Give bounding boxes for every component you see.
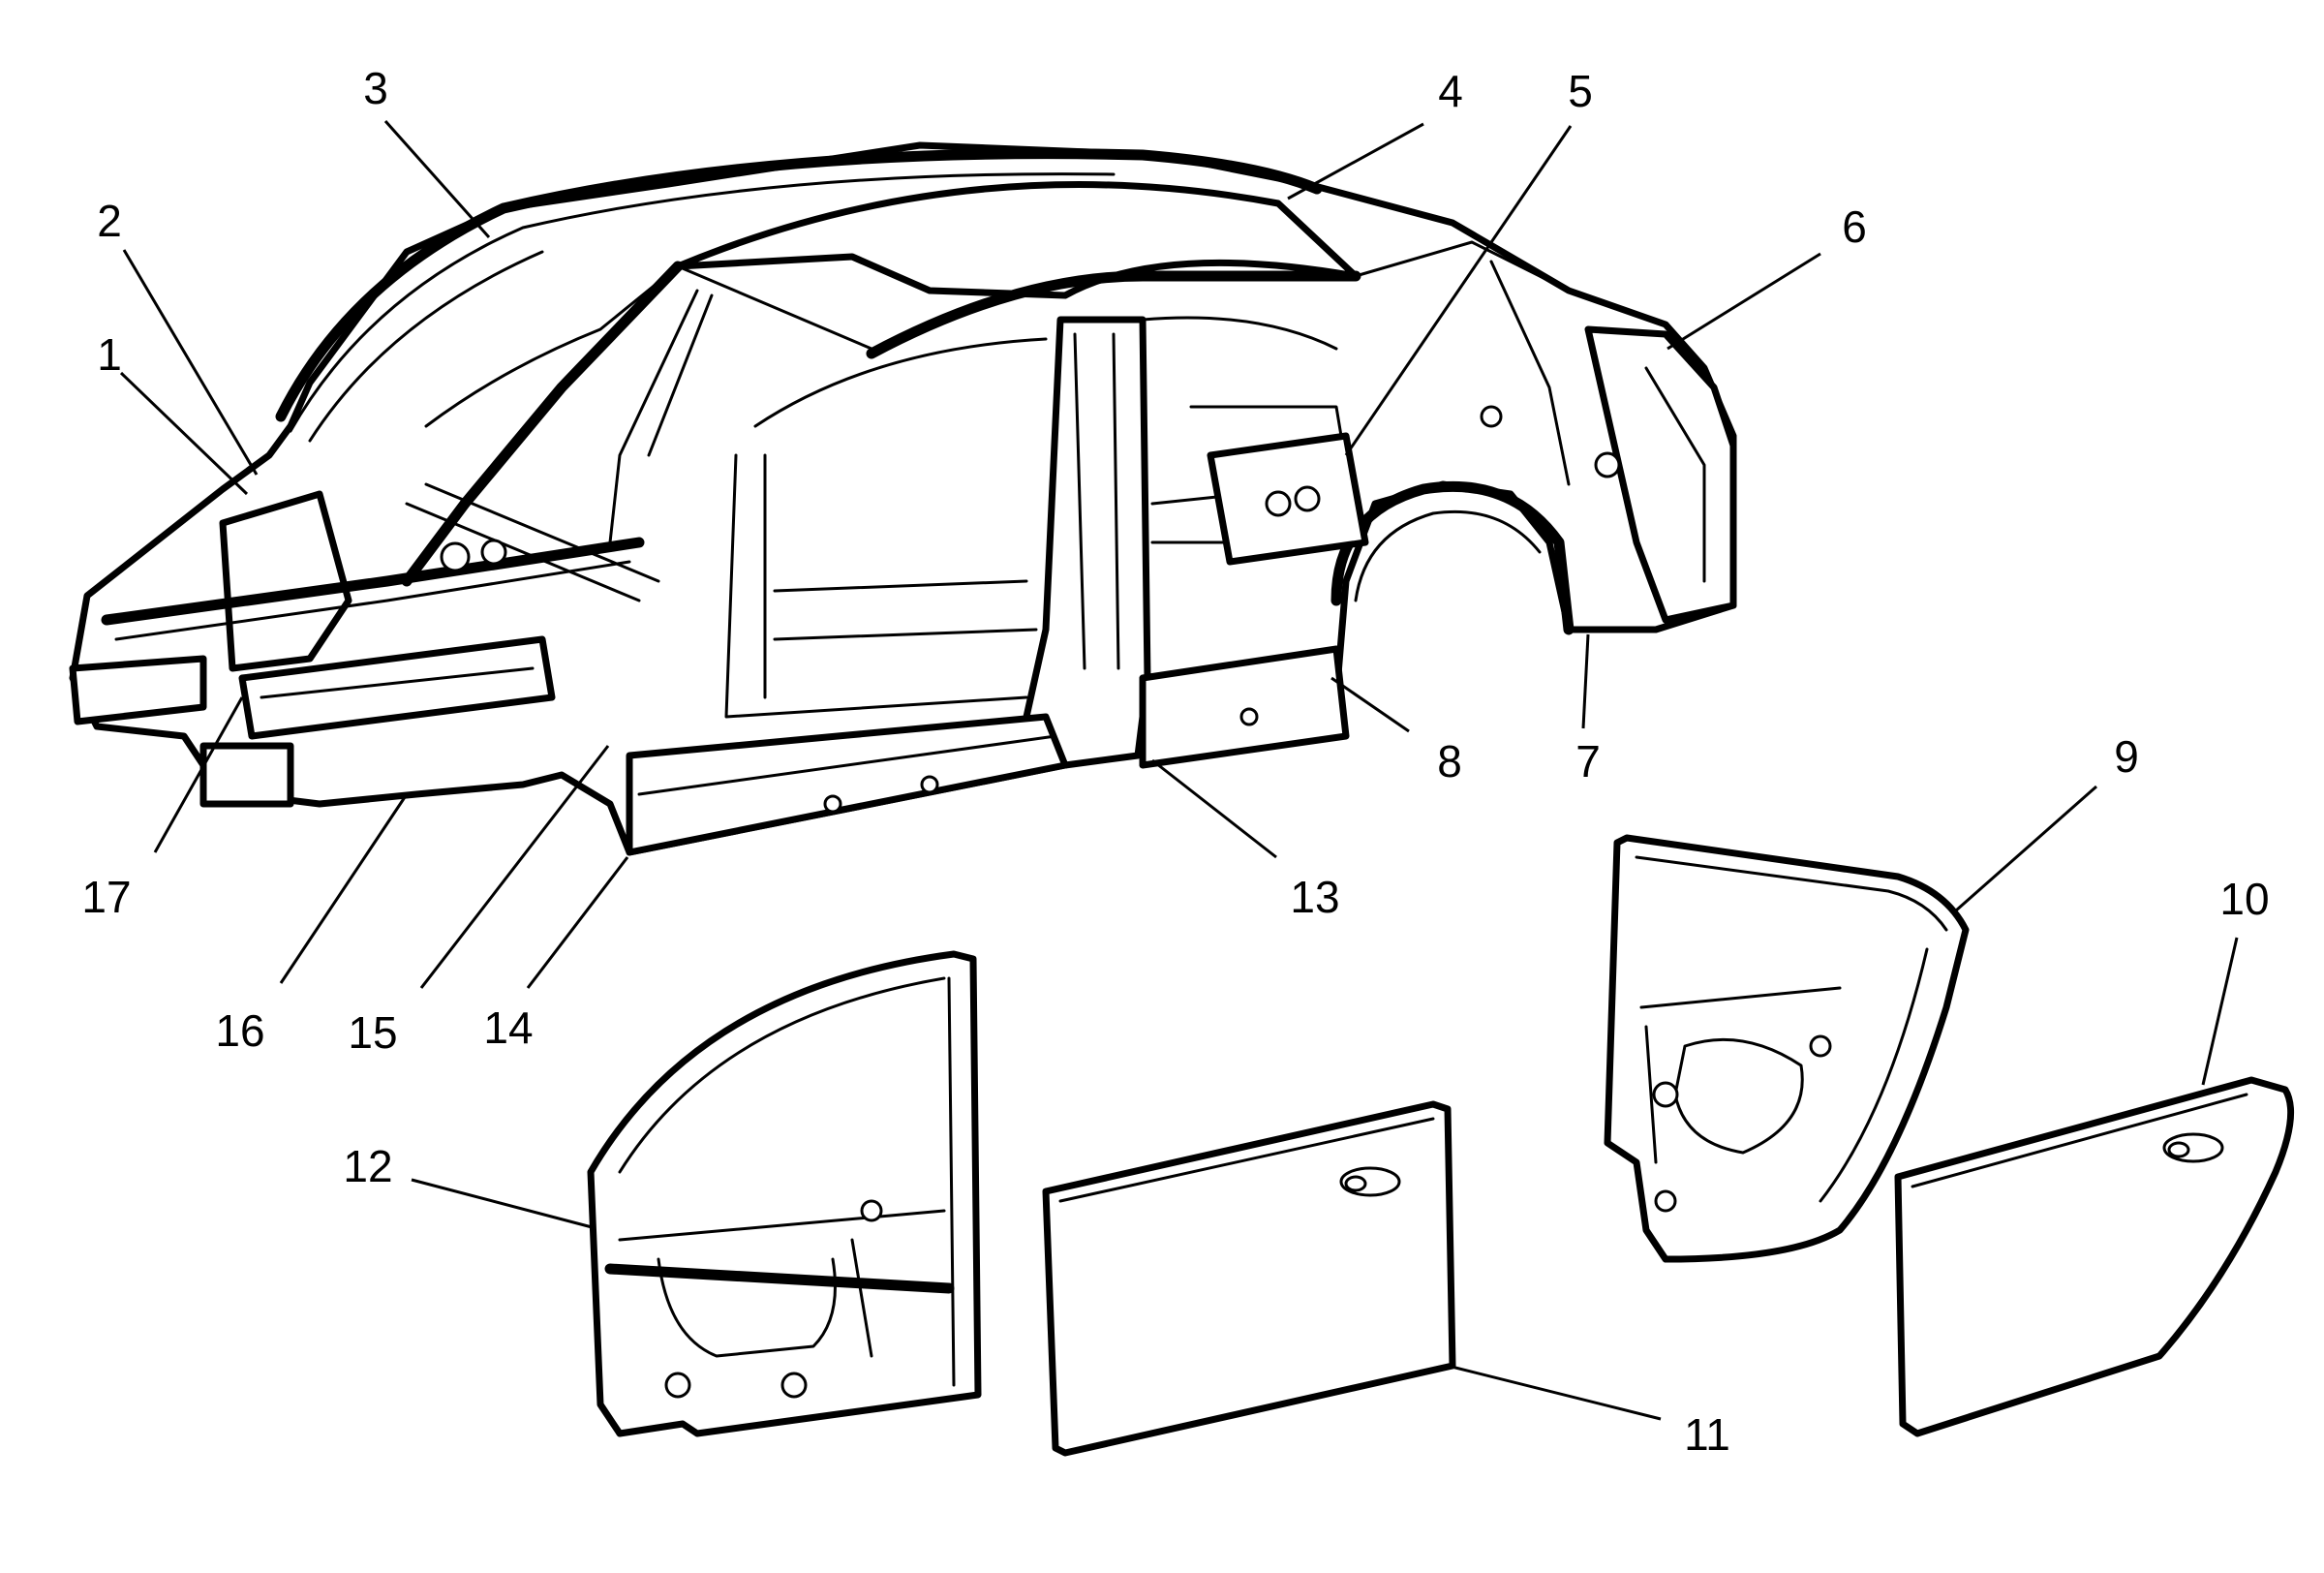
callout-5: 5	[1568, 66, 1593, 116]
callout-2: 2	[97, 196, 122, 246]
rear-door-frame-outline	[1604, 834, 1970, 1263]
callout-9: 9	[2114, 731, 2139, 782]
leader-6	[1667, 252, 1821, 351]
callout-17: 17	[81, 872, 131, 922]
callout-16: 16	[215, 1005, 264, 1056]
rear-door-outer-panel-outline	[1894, 1076, 2295, 1437]
leader-14	[526, 856, 629, 989]
leader-12	[411, 1178, 596, 1230]
callout-11: 11	[1684, 1409, 1730, 1460]
rear-wheelhouse	[1330, 480, 1575, 635]
leader-3	[383, 120, 491, 238]
callout-numbers: 1 2 3 4 5 6 7 8 9 10 11 12 13 14 15 16 1…	[81, 63, 2269, 1460]
callout-14: 14	[483, 1002, 533, 1053]
leader-13	[1151, 758, 1277, 859]
upper-rail	[101, 537, 645, 626]
callout-4: 4	[1438, 66, 1463, 116]
front-door-frame-outline	[587, 950, 982, 1437]
leader-16	[279, 793, 409, 984]
leader-10	[2201, 937, 2239, 1086]
rear-door-inner-frame	[1604, 834, 1970, 1263]
a-pillar	[401, 261, 684, 587]
front-crush-can	[199, 742, 294, 808]
leader-7	[1581, 633, 1590, 729]
front-door-outer-panel-outline	[1042, 1100, 1456, 1457]
callout-6: 6	[1842, 201, 1867, 252]
rear-rocker-extension	[1139, 645, 1350, 769]
callout-7: 7	[1575, 736, 1601, 786]
leader-8	[1330, 676, 1410, 733]
rear-end-panel	[1584, 325, 1737, 624]
leader-1	[119, 371, 249, 496]
front-strut-tower	[219, 490, 352, 672]
leader-17	[153, 696, 244, 853]
callout-10: 10	[2219, 874, 2269, 924]
leader-2	[122, 249, 259, 476]
callout-15: 15	[348, 1007, 397, 1058]
leader-11	[1447, 1364, 1662, 1421]
body-shell	[69, 141, 1737, 856]
callout-12: 12	[343, 1141, 392, 1191]
front-door-inner-frame	[587, 950, 982, 1437]
callout-3: 3	[363, 63, 388, 113]
callout-1: 1	[97, 329, 122, 380]
leader-4	[1287, 122, 1424, 200]
roof-side-rail	[275, 148, 1323, 422]
callout-8: 8	[1437, 736, 1462, 786]
front-door-intrusion-beam	[604, 1263, 955, 1294]
leader-15	[419, 745, 610, 989]
leader-5	[1344, 125, 1573, 456]
callout-13: 13	[1290, 872, 1339, 922]
leader-9	[1955, 785, 2097, 912]
front-bumper-bracket	[69, 655, 207, 725]
front-rail	[238, 635, 556, 740]
rear-door-outer-panel	[1894, 1076, 2295, 1437]
front-door-outer-panel	[1042, 1100, 1456, 1457]
leader-lines	[119, 120, 2239, 1421]
